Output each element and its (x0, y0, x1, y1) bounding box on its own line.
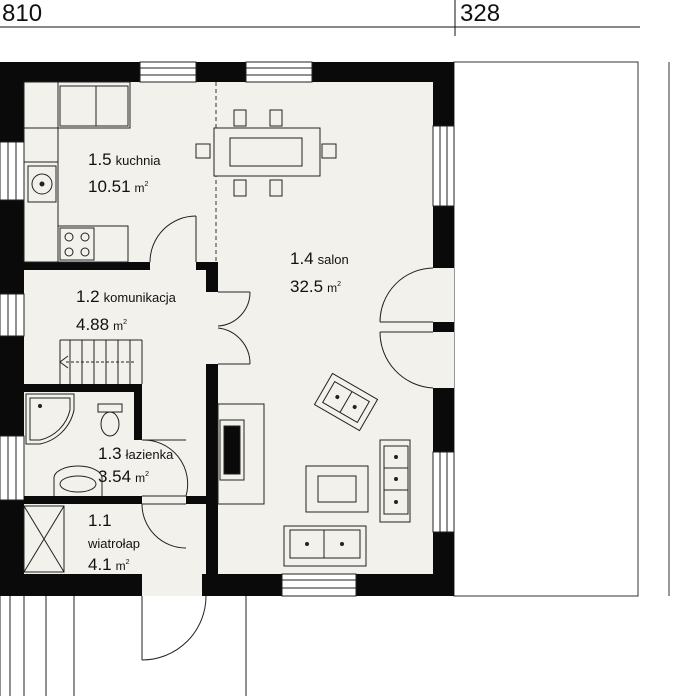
room-label-kuchnia: 1.5 kuchnia 10.51 m2 (88, 150, 161, 196)
shower-icon (25, 393, 75, 445)
entrance-door (141, 574, 207, 661)
svg-text:4.1m2: 4.1 m2 (88, 555, 130, 574)
terrace-door (379, 267, 454, 389)
room-name: kuchnia (116, 153, 162, 168)
room-unit: m (327, 281, 337, 295)
fireplace-icon (217, 403, 265, 505)
room-unit: m (135, 181, 145, 195)
sofa-right-icon (379, 439, 411, 523)
room-name: komunikacja (104, 290, 177, 305)
armchair-icon (313, 372, 379, 432)
interior-walls (24, 262, 218, 574)
dimension-line (0, 0, 640, 36)
windows (0, 61, 455, 597)
room-name: salon (318, 252, 349, 267)
sofa-bottom-icon (283, 525, 367, 567)
dimension-right: 328 (460, 0, 500, 27)
washbasin-icon (53, 465, 103, 496)
salon-door (217, 291, 251, 365)
svg-text:32.5m2: 32.5 m2 (290, 277, 341, 296)
room-unit-sup: 2 (145, 471, 149, 478)
room-unit-sup: 2 (126, 559, 130, 566)
sink-icon (27, 165, 57, 203)
room-area: 3.54 (98, 467, 131, 486)
room-number: 1.2 (76, 287, 100, 306)
room-name: wiatrołap (87, 536, 140, 551)
stairs (59, 339, 143, 384)
room-area: 10.51 (88, 177, 131, 196)
dimension-left: 810 (2, 0, 42, 27)
room-area: 4.1 (88, 555, 112, 574)
coffee-table (305, 465, 369, 513)
kitchen-counters (23, 81, 131, 263)
room-unit: m (113, 319, 123, 333)
room-label-wiatrolap: 1.1 wiatrołap 4.1 m2 (87, 511, 140, 574)
room-area: 32.5 (290, 277, 323, 296)
room-unit: m (135, 471, 145, 485)
toilet-icon (97, 403, 123, 437)
room-unit-sup: 2 (123, 319, 127, 326)
bathroom-door (141, 439, 189, 497)
wardrobe-icon (23, 505, 65, 573)
room-number: 1.4 (290, 249, 314, 268)
terrace-outline (453, 61, 670, 597)
entrance-wall-left (64, 574, 142, 596)
room-unit: m (116, 559, 126, 573)
room-area: 4.88 (76, 315, 109, 334)
room-label-lazienka: 1.3 łazienka 3.54 m2 (98, 444, 174, 486)
room-unit-sup: 2 (145, 181, 149, 188)
room-label-salon: 1.4 salon 32.5 m2 (290, 249, 349, 296)
room-name: łazienka (126, 447, 174, 462)
entrance-wall-right (202, 574, 218, 596)
room-unit-sup: 2 (337, 281, 341, 288)
room-number: 1.1 (88, 511, 112, 530)
room-label-komunikacja: 1.2 komunikacja 4.88 m2 (76, 287, 177, 334)
entrance-steps (0, 596, 247, 696)
room-number: 1.3 (98, 444, 122, 463)
dining-table (195, 109, 337, 197)
stove-icon (59, 227, 95, 261)
wiatrolap-door (141, 503, 187, 549)
kitchen-door (149, 215, 197, 263)
room-number: 1.5 (88, 150, 112, 169)
